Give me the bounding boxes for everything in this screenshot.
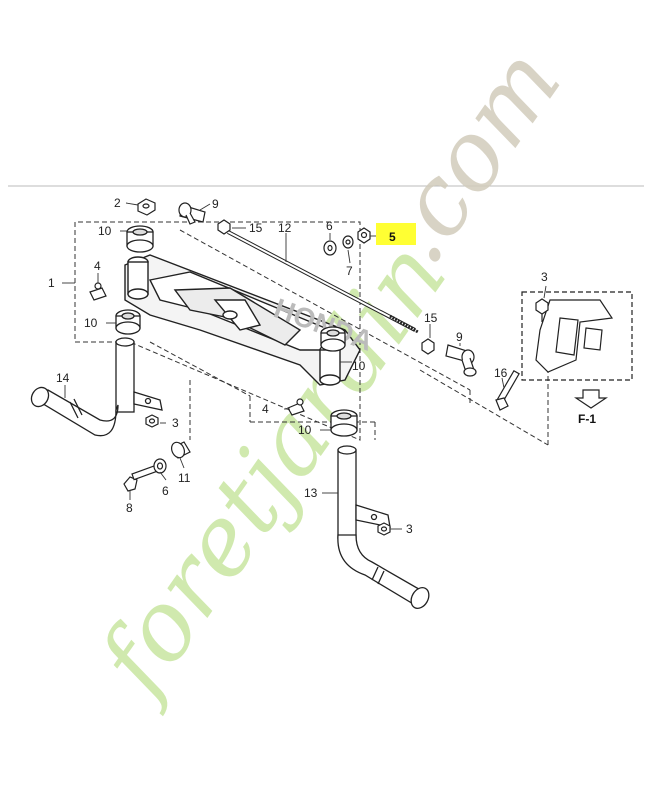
callouts: 2 9 15 12 6 7 5 10 1 4 10 15 9 10 4 10 3… — [48, 196, 548, 536]
reference-arrow: F-1 — [574, 389, 608, 426]
callout-16: 16 — [494, 366, 508, 380]
nut-2 — [137, 198, 156, 216]
callout-3-left: 3 — [172, 416, 179, 430]
nut-right — [377, 522, 391, 536]
reference-label: F-1 — [578, 412, 596, 426]
callout-8: 8 — [126, 501, 133, 515]
callout-2: 2 — [114, 196, 121, 210]
callout-14: 14 — [56, 371, 70, 385]
callout-11: 11 — [178, 471, 191, 485]
callout-10-bottom: 10 — [298, 423, 312, 437]
callout-10-mid: 10 — [84, 316, 98, 330]
callout-13: 13 — [304, 486, 318, 500]
callout-6-lower: 6 — [162, 484, 169, 498]
callout-4-top: 4 — [94, 259, 101, 273]
callout-5-highlight — [376, 223, 416, 245]
callout-3-bracket: 3 — [541, 270, 548, 284]
bushing-mid-left — [115, 309, 141, 335]
callout-4-lower: 4 — [262, 402, 269, 416]
left-spindle — [30, 337, 163, 437]
nut-5 — [357, 227, 371, 244]
callout-7: 7 — [346, 264, 353, 278]
bracket-group — [521, 291, 633, 381]
locknut-upper — [217, 219, 231, 235]
ball-joint-lower — [445, 344, 477, 377]
right-spindle — [337, 445, 430, 609]
washer-6-top — [323, 240, 337, 256]
bushing-top-left — [126, 225, 154, 253]
callout-10-right: 10 — [352, 359, 366, 373]
callout-15-top: 15 — [249, 221, 263, 235]
grease-fitting-lower — [287, 398, 305, 416]
bushing-group — [115, 225, 358, 437]
callout-9-top: 9 — [212, 197, 219, 211]
washer-7 — [342, 235, 354, 249]
bolt-washer-collar — [123, 441, 191, 492]
callout-9-lower: 9 — [456, 330, 463, 344]
callout-5: 5 — [389, 230, 396, 244]
callout-6-top: 6 — [326, 219, 333, 233]
grease-fitting-upper — [89, 282, 107, 301]
ball-joint-upper — [178, 202, 206, 225]
callout-3-right: 3 — [406, 522, 413, 536]
callout-1: 1 — [48, 276, 55, 290]
callout-10-top: 10 — [98, 224, 112, 238]
tie-rod — [227, 230, 419, 334]
front-axle-frame — [124, 254, 361, 386]
callout-12: 12 — [278, 221, 292, 235]
locknut-lower — [421, 338, 435, 355]
bushing-bottom — [330, 409, 358, 437]
callout-15-lower: 15 — [424, 311, 438, 325]
bushing-mid-right — [320, 326, 346, 352]
bolt-16 — [495, 369, 520, 411]
nut-left — [145, 414, 159, 428]
